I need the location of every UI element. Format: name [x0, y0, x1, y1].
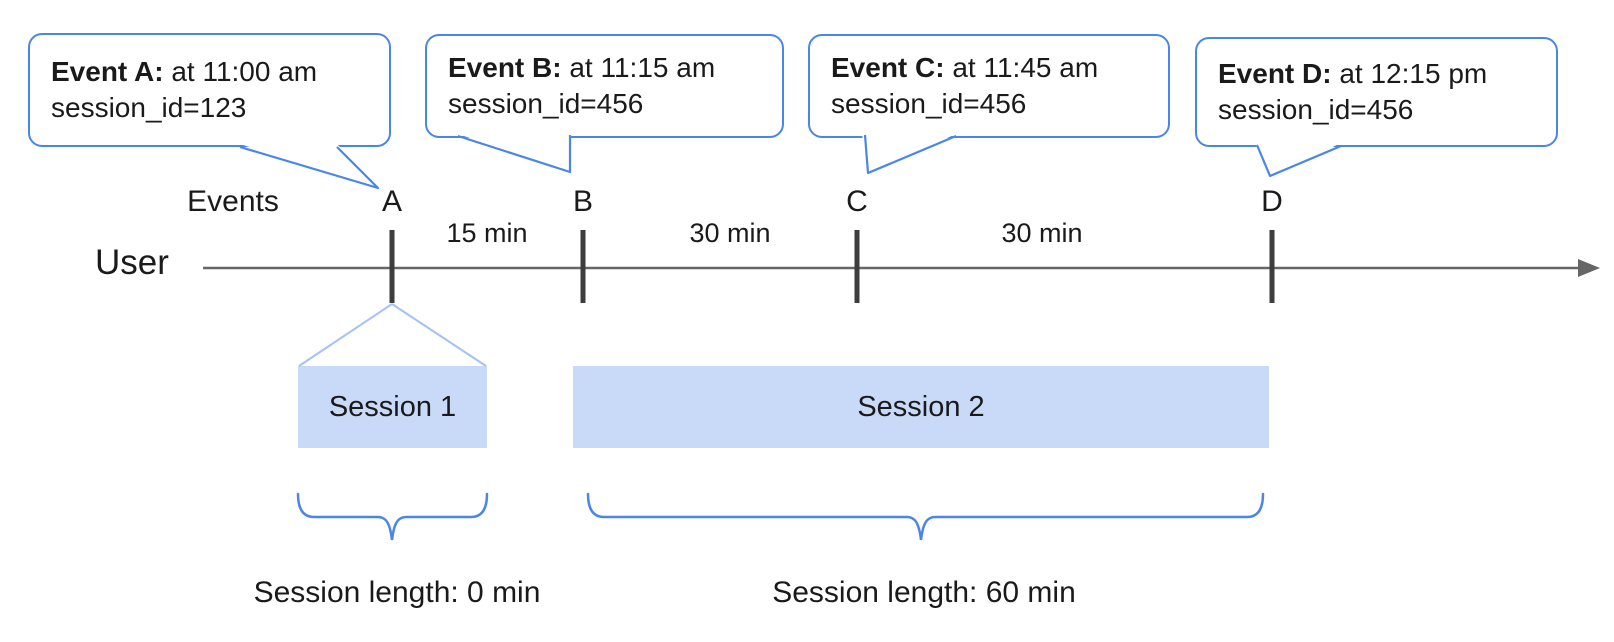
event-c-callout: Event C: at 11:45 am session_id=456: [808, 34, 1170, 138]
event-b-session-id: session_id=456: [448, 88, 644, 119]
event-letter-a: A: [381, 185, 403, 218]
event-c-time: at 11:45 am: [944, 52, 1099, 83]
callout-tail-d-mask: [1255, 143, 1341, 176]
event-letter-d: D: [1261, 185, 1283, 218]
event-letter-b: B: [572, 185, 594, 218]
events-row-label: Events: [187, 185, 279, 218]
callout-tail-c: [862, 134, 957, 175]
event-d-callout: Event D: at 12:15 pm session_id=456: [1195, 37, 1558, 147]
callout-tail-d-edge: [1255, 144, 1342, 178]
session-2-brace: [586, 492, 1265, 541]
user-axis-label: User: [95, 243, 169, 282]
event-c-title: Event C:: [831, 52, 945, 83]
event-a-time: at 11:00 am: [163, 56, 318, 87]
callout-tail-c-mask: [862, 134, 956, 173]
event-a-callout: Event A: at 11:00 am session_id=123: [28, 33, 391, 147]
interval-c-d: 30 min: [1001, 218, 1083, 248]
session-2-block: Session 2: [573, 366, 1269, 448]
callout-tail-b: [457, 134, 572, 174]
session-1-brace: [296, 492, 489, 541]
session-1-fan-lines: [298, 303, 487, 367]
event-d-session-id: session_id=456: [1218, 94, 1414, 125]
event-b-time: at 11:15 am: [561, 52, 716, 83]
event-a-session-id: session_id=123: [51, 92, 247, 123]
interval-b-c: 30 min: [689, 218, 771, 248]
tick-mark-c: [854, 230, 860, 303]
session-2-length-label: Session length: 60 min: [772, 576, 1076, 609]
event-a-title: Event A:: [51, 56, 164, 87]
tick-mark-d: [1269, 230, 1275, 303]
callout-tail-b-edge: [457, 134, 572, 174]
event-b-line1: Event B: at 11:15 am: [448, 50, 774, 86]
callout-tail-a-edge: [239, 145, 380, 190]
callout-tail-c-edge: [863, 134, 957, 175]
event-d-line1: Event D: at 12:15 pm: [1218, 56, 1548, 92]
session-1-label: Session 1: [328, 390, 457, 423]
callout-tail-b-mask: [458, 134, 570, 172]
session-1-length-label: Session length: 0 min: [253, 576, 541, 609]
interval-a-b: 15 min: [446, 218, 528, 248]
session-1-block: Session 1: [298, 366, 487, 448]
timeline-arrowhead-icon: [1578, 259, 1600, 277]
event-c-line1: Event C: at 11:45 am: [831, 50, 1160, 86]
callout-tail-d: [1255, 143, 1342, 178]
event-c-session-id: session_id=456: [831, 88, 1027, 119]
event-a-line1: Event A: at 11:00 am: [51, 54, 381, 90]
tick-mark-a: [389, 230, 395, 303]
event-b-callout: Event B: at 11:15 am session_id=456: [425, 34, 784, 138]
event-d-time: at 12:15 pm: [1331, 58, 1488, 89]
event-b-title: Event B:: [448, 52, 562, 83]
tick-mark-b: [580, 230, 586, 303]
event-letter-c: C: [846, 185, 868, 218]
session-2-label: Session 2: [857, 390, 985, 423]
callout-tail-a-mask: [240, 144, 378, 188]
event-d-title: Event D:: [1218, 58, 1332, 89]
callout-tail-a: [239, 144, 380, 190]
